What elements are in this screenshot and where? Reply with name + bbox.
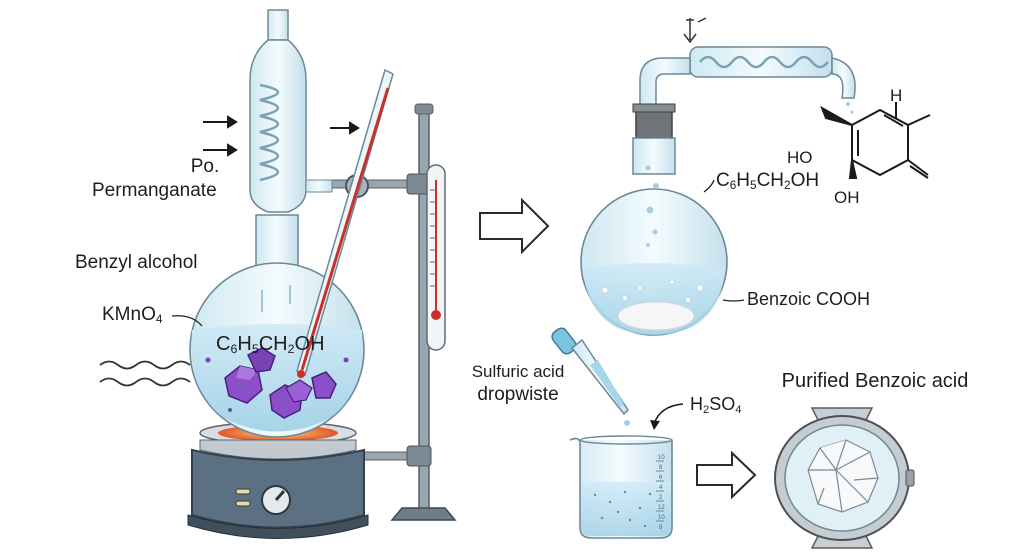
thermometer-probe [296, 68, 394, 378]
distillation-flask [580, 17, 856, 336]
label-kmno4: KMnO4 [102, 304, 163, 326]
reflux-apparatus [99, 9, 457, 539]
beaker-tick: 4 [659, 485, 663, 491]
molecule-label-ho: HO [787, 148, 813, 167]
hollow-arrow-icon [479, 197, 550, 255]
beaker: 10 8 6 4 2 12 10 8 [569, 435, 673, 539]
arrow-right-icon [203, 115, 360, 157]
beaker-tick: 12 [658, 505, 665, 511]
label-po: Po. [190, 156, 220, 177]
label-benzyl-alcohol: Benzyl alcohol [75, 252, 198, 273]
hot-plate [187, 421, 369, 539]
beaker-tick: 10 [658, 455, 665, 461]
molecule-label-oh: OH [834, 188, 860, 207]
molecule-label-h: H [890, 86, 903, 105]
arrow-down-icon [683, 17, 707, 44]
beaker-tick: 8 [659, 525, 663, 531]
label-dropwiste: dropwiste [477, 384, 559, 405]
beaker-tick: 8 [659, 465, 663, 471]
watch-glass [774, 407, 915, 549]
label-permanganate: Permanganate [92, 180, 217, 201]
hollow-arrow-icon [696, 450, 757, 500]
reflux-condenser [249, 9, 333, 213]
wall-thermometer [426, 164, 446, 351]
label-purified: Purified Benzoic acid [781, 370, 969, 392]
beaker-tick: 6 [659, 475, 663, 481]
beaker-tick: 2 [659, 495, 663, 501]
molecule-structure [820, 102, 931, 179]
wavy-heat-icon [99, 360, 191, 387]
round-bottom-flask [189, 214, 365, 438]
label-benzoic-cooh: Benzoic COOH [747, 289, 871, 309]
label-right-formula: C6H5CH2OH [716, 170, 820, 192]
label-sulfuric-acid: Sulfuric acid [471, 362, 565, 381]
purple-crystals [205, 347, 349, 419]
label-h2so4: H2SO4 [690, 394, 742, 416]
beaker-tick: 10 [658, 515, 665, 521]
crystal-icon [807, 439, 879, 513]
label-flask-formula: C6H5CH2OH [216, 333, 325, 357]
pipette [551, 327, 630, 426]
